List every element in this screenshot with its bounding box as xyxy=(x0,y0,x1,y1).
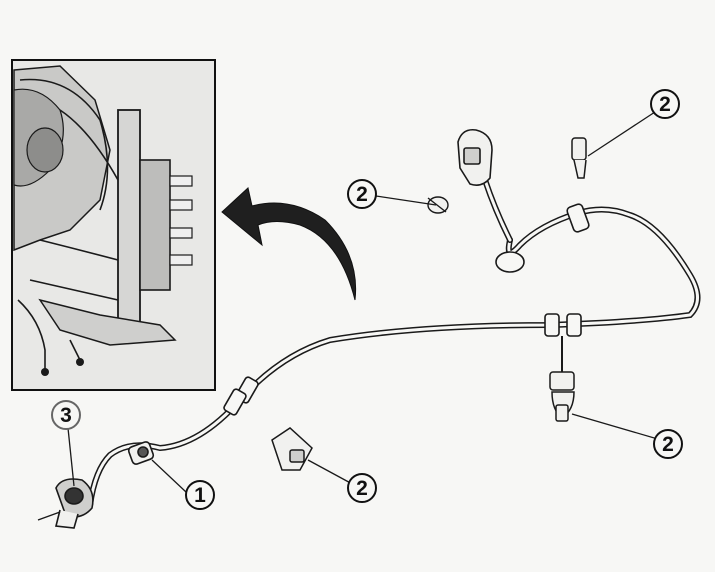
wheel-speed-sensor xyxy=(37,478,94,529)
callout-2-top-right: 2 xyxy=(650,89,680,119)
harness-clip-left xyxy=(427,196,449,214)
callout-2-bottom-center: 2 xyxy=(347,473,377,503)
callout-2-left-label: 2 xyxy=(356,183,368,206)
curved-arrow-left-icon xyxy=(221,187,357,301)
callout-3-label: 3 xyxy=(60,404,72,427)
harness-grommets xyxy=(223,203,590,416)
harness-connector xyxy=(457,128,493,186)
callout-2-left: 2 xyxy=(347,179,377,209)
callout-2-bottom-right: 2 xyxy=(653,429,683,459)
harness-connector-lower xyxy=(271,427,313,471)
callout-2-top-right-label: 2 xyxy=(659,93,671,116)
sensor-bracket xyxy=(127,441,155,465)
harness-clip-lower xyxy=(549,336,575,422)
callout-1: 1 xyxy=(185,480,215,510)
callout-2-bottom-right-label: 2 xyxy=(662,433,674,456)
inset-detail-view xyxy=(11,59,216,391)
leader-lines xyxy=(67,109,669,493)
callout-1-label: 1 xyxy=(194,484,206,507)
callout-3: 3 xyxy=(51,400,81,430)
wheel-studs xyxy=(169,175,193,266)
callout-2-bottom-center-label: 2 xyxy=(356,477,368,500)
harness-clip-top xyxy=(571,137,587,179)
